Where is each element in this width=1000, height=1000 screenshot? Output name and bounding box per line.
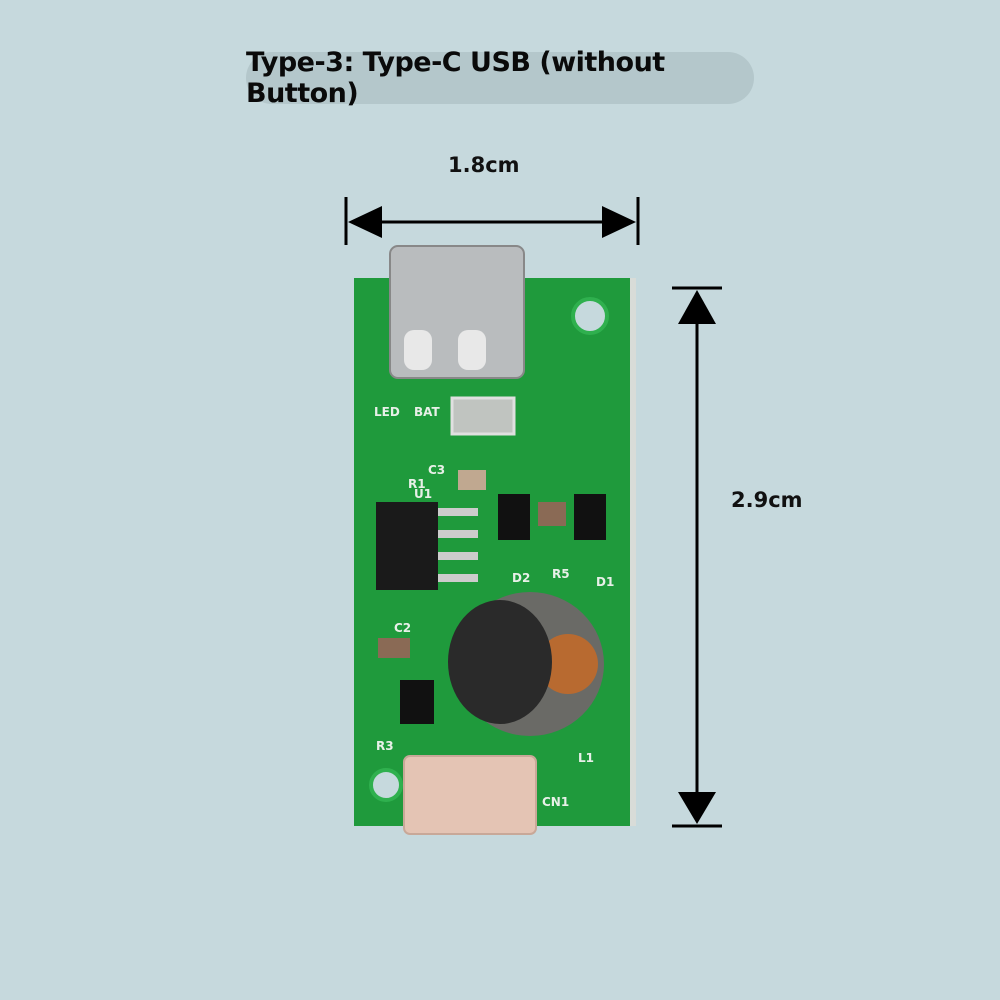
silkscreen-labels: LED BAT C3 R1 U1 D2 R5 D1 C2 R3 L1 CN1 (374, 405, 614, 809)
svg-text:R1: R1 (408, 477, 426, 491)
svg-text:LED: LED (374, 405, 400, 419)
svg-text:D1: D1 (596, 575, 614, 589)
svg-text:D2: D2 (512, 571, 530, 585)
svg-text:L1: L1 (578, 751, 594, 765)
svg-text:BAT: BAT (414, 405, 441, 419)
height-label: 2.9cm (731, 488, 803, 512)
product-title: Type-3: Type-C USB (without Button) (246, 47, 754, 109)
svg-text:C3: C3 (428, 463, 445, 477)
svg-text:C2: C2 (394, 621, 411, 635)
svg-text:U1: U1 (414, 487, 432, 501)
svg-text:CN1: CN1 (542, 795, 569, 809)
svg-text:R5: R5 (552, 567, 570, 581)
width-dimension-arrow (344, 197, 640, 245)
width-label: 1.8cm (448, 153, 520, 177)
height-dimension-arrow (672, 286, 722, 828)
svg-text:R3: R3 (376, 739, 394, 753)
pcb-board (354, 245, 636, 835)
